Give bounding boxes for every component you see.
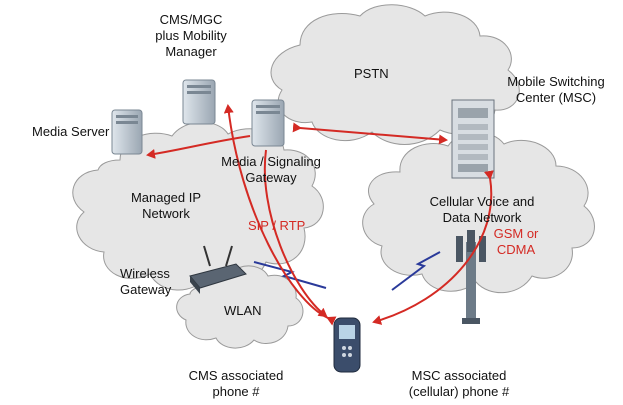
wlan-label: WLAN [224,303,262,318]
msc-phone-arrow [372,170,494,325]
wireless-gateway-label: Wireless Gateway [120,266,172,297]
media-gateway-label: Media / Signaling Gateway [221,154,321,185]
media-server-icon [111,109,143,155]
mobile-phone-icon [333,317,361,373]
pstn-label: PSTN [354,66,389,81]
media-gateway-icon [251,99,285,147]
msc-phone-label: MSC associated (cellular) phone # [408,368,510,399]
sip-rtp-label: SIP / RTP [248,218,306,233]
managed-ip-label: Managed IP Network [130,190,202,221]
cms-server-icon [182,79,216,125]
cellular-network-label: Cellular Voice and Data Network [429,194,535,225]
msc-label: Mobile Switching Center (MSC) [507,74,605,105]
gsm-cdma-label: GSM or CDMA [493,226,539,257]
cms-phone-label: CMS associated phone # [188,368,284,399]
msc-switch-icon [451,99,495,179]
gateway-media-server-arrow [146,135,251,159]
phone-cms-arrow [223,104,337,326]
cms-mgc-label: CMS/MGC plus Mobility Manager [155,12,227,59]
gateway-phone-arrow [263,149,328,318]
media-server-label: Media Server [32,124,110,139]
